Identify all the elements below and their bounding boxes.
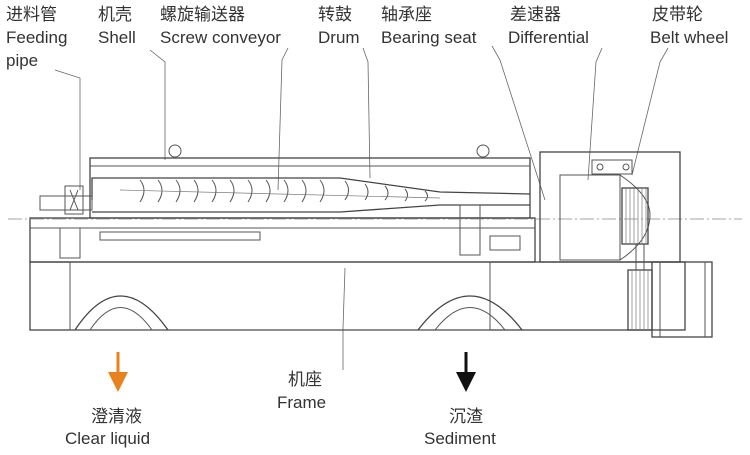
label-feeding-pipe-zh: 进料管 xyxy=(6,5,57,24)
label-clear-liquid: 澄清液 Clear liquid xyxy=(65,407,150,448)
label-frame: 机座 Frame xyxy=(277,370,326,412)
label-screw-conveyor-en: Screw conveyor xyxy=(160,28,281,47)
label-drum-zh: 转鼓 xyxy=(318,5,352,24)
label-screw-conveyor-zh: 螺旋输送器 xyxy=(160,5,245,24)
frame-base xyxy=(29,261,686,331)
machine-drawing xyxy=(8,144,742,338)
label-feeding-pipe-en2: pipe xyxy=(6,51,38,70)
leader-screw-conveyor xyxy=(277,47,289,191)
label-bearing-seat-en: Bearing seat xyxy=(381,28,477,47)
label-feeding-pipe: 进料管 Feeding pipe xyxy=(6,5,67,70)
label-sediment-zh: 沉渣 xyxy=(449,407,483,426)
label-belt-wheel-en: Belt wheel xyxy=(650,28,728,47)
clear-liquid-arrow-head xyxy=(108,372,128,392)
differential-housing xyxy=(539,151,681,263)
clear-liquid-arrow xyxy=(108,352,128,392)
sediment-arrow-head xyxy=(456,372,476,392)
differential-body xyxy=(559,174,621,261)
label-belt-wheel: 皮带轮 Belt wheel xyxy=(650,5,728,47)
lifting-eye-right xyxy=(476,144,490,158)
leader-drum xyxy=(362,47,371,179)
sediment-arrow xyxy=(456,352,476,392)
sediment-outlet xyxy=(417,295,523,331)
drum-outline-top xyxy=(91,177,531,200)
leader-belt-wheel xyxy=(631,47,669,176)
label-sediment: 沉渣 Sediment xyxy=(424,407,496,448)
leader-bearing-seat xyxy=(491,45,546,201)
lifting-eye-left xyxy=(168,144,182,158)
feeding-pipe xyxy=(39,195,93,211)
label-shell-en: Shell xyxy=(98,28,136,47)
bearing-seat-right xyxy=(459,204,481,256)
leader-feeding-pipe xyxy=(54,69,81,190)
label-shell: 机壳 Shell xyxy=(98,5,136,47)
label-bearing-seat-zh: 轴承座 xyxy=(381,5,432,24)
shell-housing xyxy=(89,157,531,219)
label-drum: 转鼓 Drum xyxy=(318,5,360,47)
drum-outline-bottom xyxy=(92,204,530,213)
leader-frame xyxy=(342,267,346,370)
motor xyxy=(651,261,713,338)
label-differential-zh: 差速器 xyxy=(510,5,561,24)
screw-flights xyxy=(139,179,428,203)
belt-wheel-upper xyxy=(621,187,649,245)
label-clear-liquid-zh: 澄清液 xyxy=(91,407,142,426)
leader-lines xyxy=(54,45,669,370)
label-drum-en: Drum xyxy=(318,28,360,47)
label-frame-zh: 机座 xyxy=(288,370,322,389)
label-screw-conveyor: 螺旋输送器 Screw conveyor xyxy=(160,5,281,47)
clear-liquid-outlet xyxy=(74,295,169,331)
label-differential-en: Differential xyxy=(508,28,589,47)
label-frame-en: Frame xyxy=(277,393,326,412)
label-shell-zh: 机壳 xyxy=(98,5,132,24)
label-belt-wheel-zh: 皮带轮 xyxy=(652,5,703,24)
belt-wheel-lower xyxy=(627,269,653,331)
leader-differential xyxy=(587,47,603,181)
label-differential: 差速器 Differential xyxy=(508,5,589,47)
label-sediment-en: Sediment xyxy=(424,429,496,448)
label-clear-liquid-en: Clear liquid xyxy=(65,429,150,448)
label-bearing-seat: 轴承座 Bearing seat xyxy=(381,5,477,47)
leader-shell xyxy=(149,49,166,160)
label-feeding-pipe-en1: Feeding xyxy=(6,28,67,47)
